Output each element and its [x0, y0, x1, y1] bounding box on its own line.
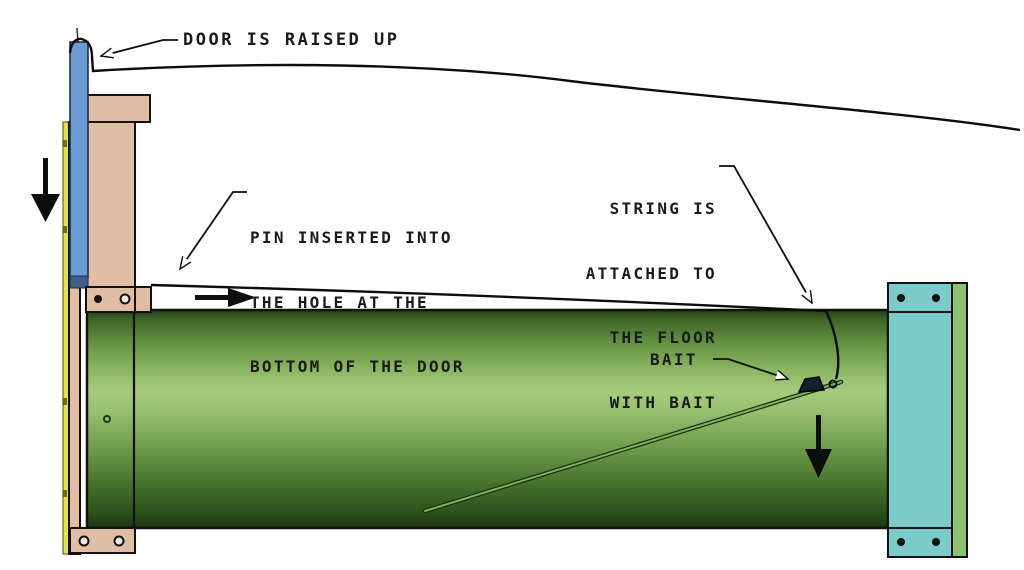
- pin-annotation: PIN INSERTED INTO THE HOLE AT THE BOTTOM…: [250, 184, 465, 421]
- string-annotation-line: STRING IS: [609, 199, 717, 218]
- trigger-string: [150, 283, 840, 380]
- down-arrow-icon: [31, 158, 60, 222]
- string-annotation-line: ATTACHED TO: [585, 263, 717, 283]
- string-leader-line: [719, 165, 813, 305]
- screw: [932, 538, 940, 546]
- string-anchor-loop: [828, 379, 838, 389]
- door-lift-string: [68, 37, 1021, 132]
- door-leader-line: [99, 39, 178, 59]
- door-frame: [62, 27, 152, 555]
- empty-hole: [119, 293, 131, 305]
- end-cap-bottom-tab: [887, 527, 953, 558]
- bait-annotation: BAIT: [650, 350, 698, 369]
- screw: [897, 294, 905, 302]
- end-cap-edge: [951, 282, 968, 558]
- frame-top-block: [85, 94, 151, 123]
- rail-slot: [63, 140, 67, 147]
- end-cap-plate: [887, 311, 953, 529]
- end-cap: [887, 282, 968, 558]
- down-arrow-icon: [805, 415, 832, 478]
- pin-bracket: [85, 286, 152, 313]
- right-arrow-icon: [195, 288, 256, 307]
- screw-hole: [113, 535, 125, 547]
- frame-bottom-tab: [69, 527, 136, 554]
- string-annotation-line: THE FLOOR: [609, 328, 717, 347]
- pin-in-hole: [94, 295, 102, 303]
- pin-annotation-line: BOTTOM OF THE DOOR: [250, 357, 465, 376]
- rail-slot: [63, 226, 67, 233]
- rail-slot: [63, 490, 67, 497]
- pin-annotation-line: PIN INSERTED INTO: [250, 228, 453, 247]
- pin-annotation-line: THE HOLE AT THE: [250, 292, 429, 312]
- string-annotation-line: WITH BAIT: [609, 392, 717, 412]
- trigger-stick: [422, 379, 844, 514]
- door-bottom-edge: [69, 275, 89, 289]
- frame-upright: [85, 121, 136, 289]
- tube-pin-hole: [103, 415, 111, 423]
- screw: [932, 294, 940, 302]
- pin-leader-line: [178, 191, 247, 271]
- trap-door: [69, 27, 89, 289]
- bait-leader-line: [713, 358, 790, 381]
- string-annotation: STRING IS ATTACHED TO THE FLOOR WITH BAI…: [560, 155, 717, 456]
- door-annotation: DOOR IS RAISED UP: [183, 30, 400, 50]
- screw-hole: [78, 535, 90, 547]
- rail-slot: [63, 398, 67, 405]
- bait-piece: [797, 376, 826, 393]
- end-cap-top-tab: [887, 282, 953, 313]
- trap-tube: [85, 308, 890, 530]
- screw: [897, 538, 905, 546]
- door-panel: [69, 41, 89, 279]
